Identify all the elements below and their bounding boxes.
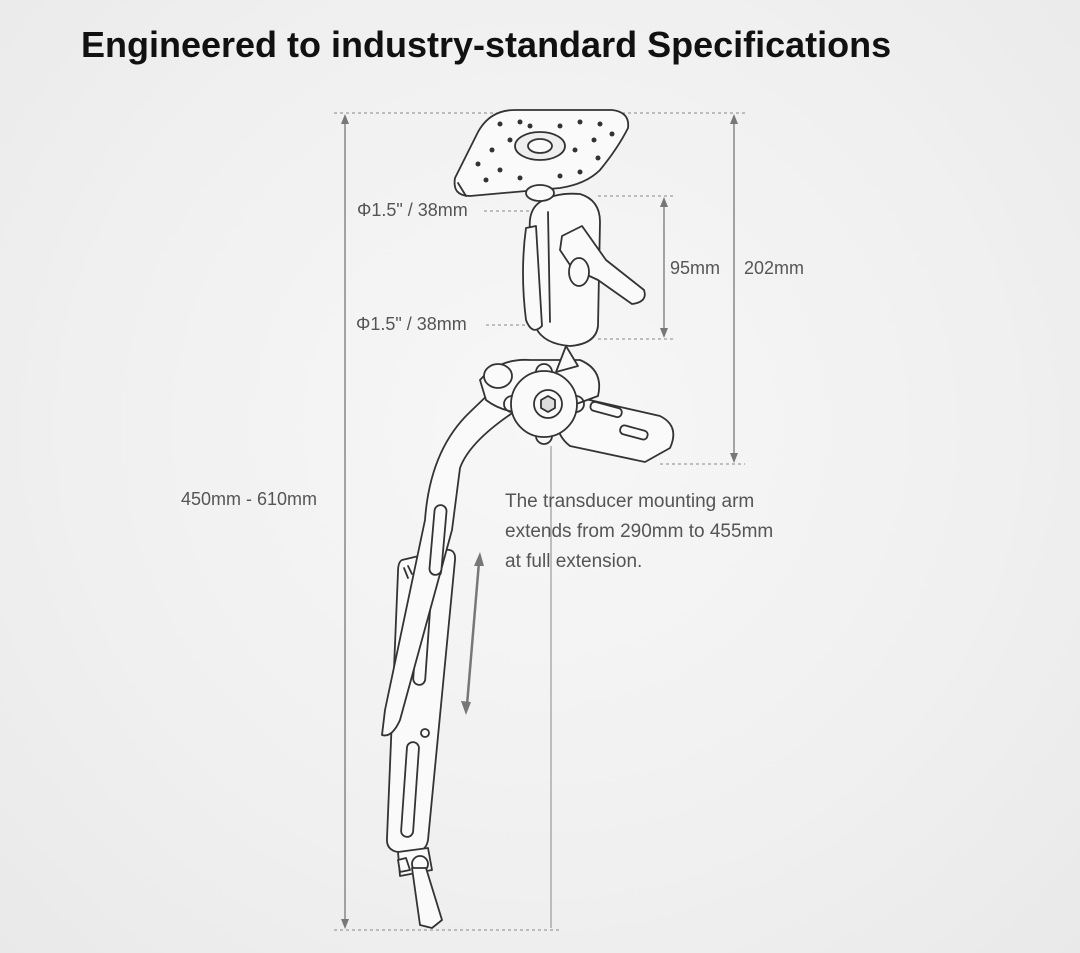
dimension-arrows	[341, 114, 738, 929]
ball-top-label: Φ1.5" / 38mm	[357, 200, 468, 220]
plate-holes	[475, 119, 615, 183]
ball-bottom-label: Φ1.5" / 38mm	[356, 314, 467, 334]
bottom-clamp	[397, 847, 443, 929]
total-height-label: 450mm - 610mm	[181, 489, 318, 509]
description-line: extends from 290mm to 455mm	[505, 521, 774, 542]
top-plate	[453, 109, 630, 202]
socket-arm	[522, 192, 646, 373]
arm-height-label: 95mm	[670, 258, 721, 278]
description-line: at full extension.	[505, 551, 643, 572]
extension-description: The transducer mounting arm extends from…	[505, 487, 825, 577]
knob-assembly	[479, 358, 675, 463]
description-line: The transducer mounting arm	[505, 491, 755, 512]
extension-arrow	[461, 552, 484, 715]
mount-illustration	[381, 109, 675, 929]
mount-height-label: 202mm	[744, 258, 805, 278]
dimension-lines	[334, 112, 745, 931]
page-title: Engineered to industry-standard Specific…	[81, 24, 892, 65]
